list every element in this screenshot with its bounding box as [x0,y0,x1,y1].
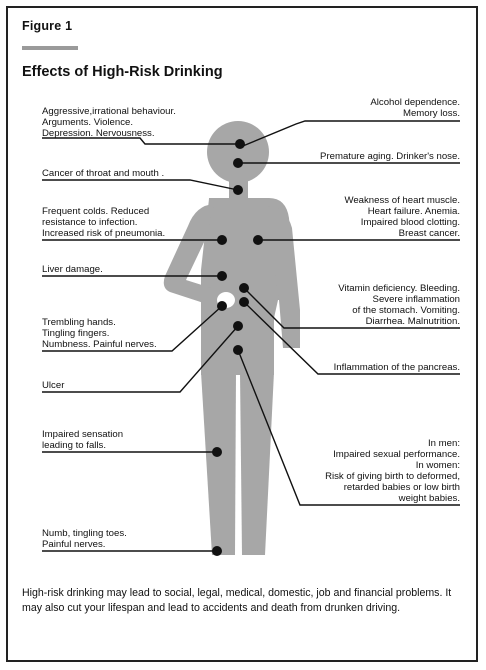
label-colds: Frequent colds. Reduced resistance to in… [42,206,165,239]
dot-knee [212,447,222,457]
right-leg-shape [240,372,274,555]
dot-stomach [239,283,249,293]
label-aggressive: Aggressive,irrational behaviour. Argumen… [42,106,176,139]
label-hands: Trembling hands. Tingling fingers. Numbn… [42,317,157,350]
dot-hand [217,301,227,311]
head-shape [207,121,269,183]
label-pancreas: Inflammation of the pancreas. [334,362,460,373]
human-silhouette [164,121,300,555]
figure-caption: High-risk drinking may lead to social, l… [22,586,468,616]
label-sensation: Impaired sensation leading to falls. [42,429,123,451]
label-throat-cancer: Cancer of throat and mouth . [42,168,164,179]
dot-heart [253,235,263,245]
leader-throat-cancer [42,180,238,190]
dot-lung [217,235,227,245]
dot-toe [212,546,222,556]
label-liver: Liver damage. [42,264,103,275]
dot-liver [217,271,227,281]
label-heart: Weakness of heart muscle. Heart failure.… [344,195,460,239]
left-leg-shape [201,372,236,555]
leader-alcohol-dependence [238,121,460,148]
label-premature-aging: Premature aging. Drinker's nose. [320,151,460,162]
label-toes: Numb, tingling toes. Painful nerves. [42,528,127,550]
dot-reproductive [233,345,243,355]
label-alcohol-dependence: Alcohol dependence. Memory loss. [370,97,460,119]
dot-throat [233,185,243,195]
label-stomach: Vitamin deficiency. Bleeding. Severe inf… [338,283,460,327]
dot-nose [233,158,243,168]
dot-pancreas [239,297,249,307]
label-reproductive: In men: Impaired sexual performance. In … [325,438,460,504]
dot-ulcer [233,321,243,331]
dot-brain [235,139,245,149]
label-ulcer: Ulcer [42,380,64,391]
